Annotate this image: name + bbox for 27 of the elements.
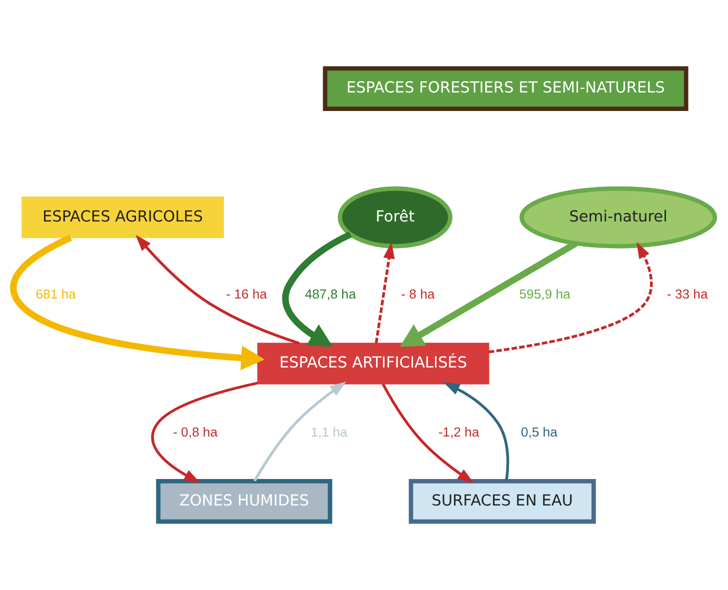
edge-label: - 8 ha	[401, 286, 435, 302]
edge-label: - 33 ha	[666, 286, 708, 302]
node-box: ESPACES FORESTIERS ET SEMI-NATURELS	[322, 66, 688, 112]
arrow	[136, 234, 300, 345]
node-box: ESPACES ARTIFICIALISÉS	[257, 342, 490, 384]
arrow	[488, 242, 653, 354]
edge-label: 1,1 ha	[310, 424, 348, 440]
arrow	[443, 382, 510, 482]
edge-label: - 0,8 ha	[173, 424, 218, 440]
arrow	[10, 234, 265, 370]
arrow	[382, 383, 474, 484]
node-box: ESPACES AGRICOLES	[22, 196, 224, 238]
arrow	[400, 240, 578, 347]
edge-label: 595,9 ha	[519, 286, 570, 302]
arrow	[151, 382, 258, 484]
arrow	[253, 382, 346, 482]
arrow	[282, 231, 352, 347]
arrow	[374, 242, 395, 344]
edge-label: - 16 ha	[226, 286, 267, 302]
edge-label: 681 ha	[36, 286, 76, 302]
node-box: SURFACES EN EAU	[408, 478, 596, 524]
edge-label: 0,5 ha	[520, 424, 558, 440]
node-ellipse: Forêt	[338, 186, 452, 248]
edge-label: -1,2 ha	[438, 424, 480, 440]
node-ellipse: Semi-naturel	[520, 186, 718, 248]
node-box: ZONES HUMIDES	[156, 478, 332, 524]
edge-label: 487,8 ha	[304, 286, 356, 302]
